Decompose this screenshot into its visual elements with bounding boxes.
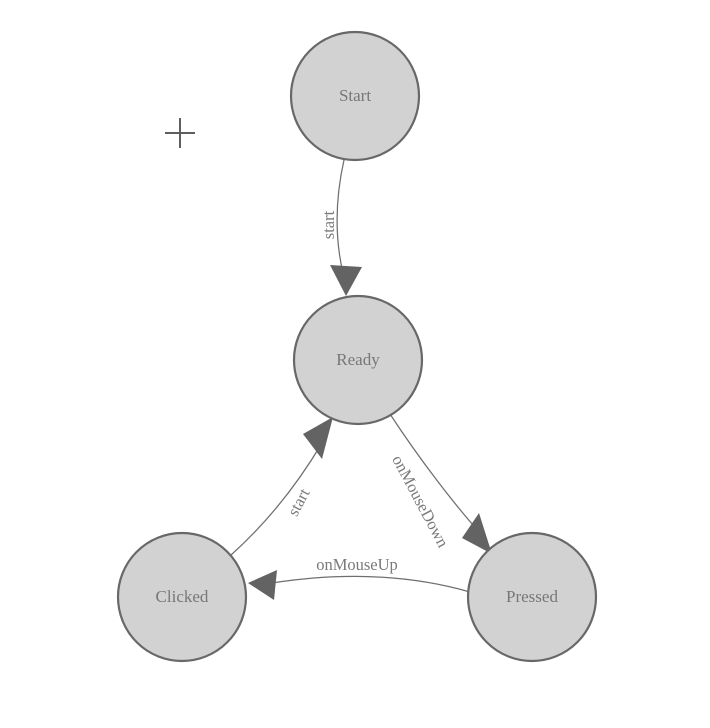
edge-label-ready-to-pressed: onMouseDown <box>388 452 453 551</box>
arrowhead-ready-to-pressed <box>462 513 492 554</box>
node-pressed[interactable]: Pressed <box>466 531 598 663</box>
edge-path-start-to-ready[interactable] <box>336 159 346 283</box>
edge-path-pressed-to-clicked[interactable] <box>271 575 471 593</box>
arrowhead-pressed-to-clicked <box>248 570 277 600</box>
node-start-label: Start <box>339 86 371 105</box>
edge-start-to-ready[interactable]: start <box>319 159 362 296</box>
node-start-circle[interactable] <box>289 30 421 162</box>
edge-label-pressed-to-clicked: onMouseUp <box>316 555 398 574</box>
edge-label-start-to-ready: start <box>319 210 338 239</box>
plus-marker-icon <box>165 118 195 148</box>
edge-pressed-to-clicked[interactable]: onMouseUp <box>248 555 471 600</box>
node-clicked[interactable]: Clicked <box>116 531 248 663</box>
edge-path-clicked-to-ready[interactable] <box>230 442 323 556</box>
node-clicked-label: Clicked <box>156 587 209 606</box>
node-start[interactable]: Start <box>289 30 421 162</box>
node-pressed-circle[interactable] <box>466 531 598 663</box>
edge-clicked-to-ready[interactable]: start <box>230 417 333 556</box>
arrowhead-clicked-to-ready <box>303 417 333 459</box>
node-pressed-label: Pressed <box>506 587 558 606</box>
node-ready-label: Ready <box>336 350 380 369</box>
edge-path-ready-to-pressed[interactable] <box>389 413 481 534</box>
edge-label-clicked-to-ready: start <box>283 485 313 519</box>
arrowhead-start-to-ready <box>330 265 362 296</box>
edge-ready-to-pressed[interactable]: onMouseDown <box>388 413 492 554</box>
node-ready[interactable]: Ready <box>292 294 424 426</box>
node-clicked-circle[interactable] <box>116 531 248 663</box>
node-ready-circle[interactable] <box>292 294 424 426</box>
